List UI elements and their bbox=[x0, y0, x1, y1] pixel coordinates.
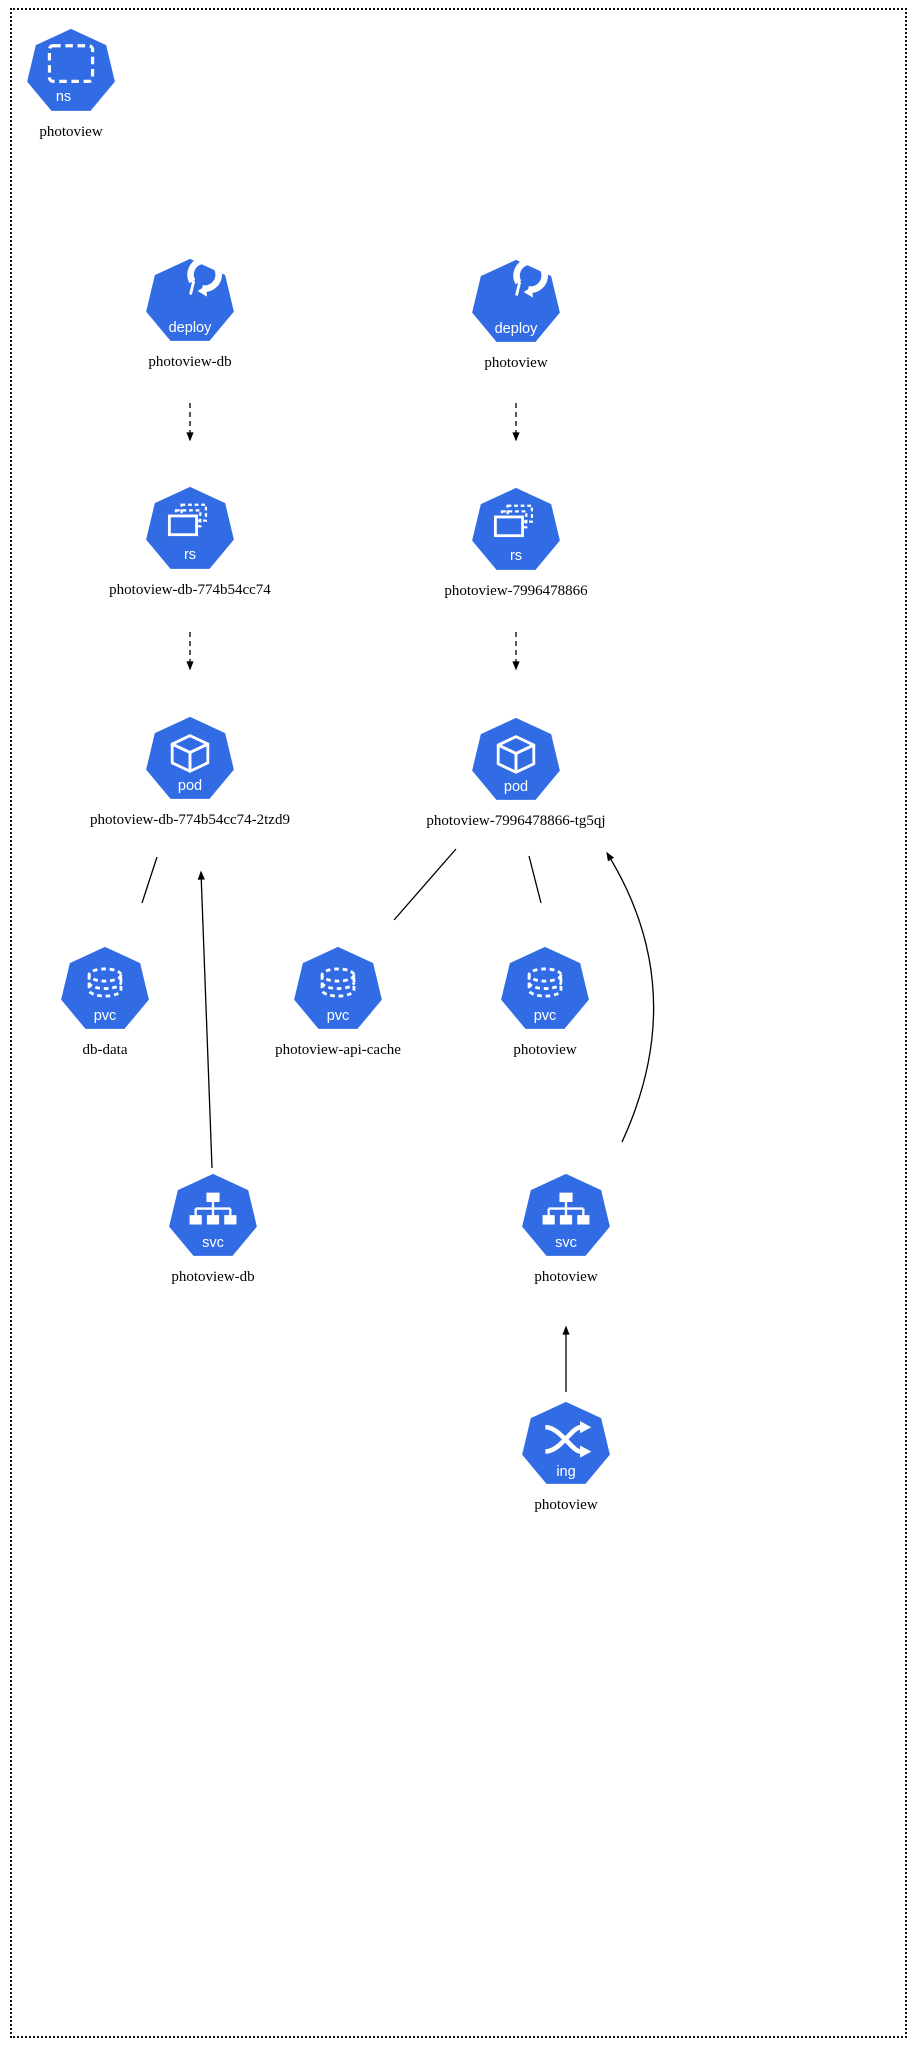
icon-type-label: deploy bbox=[169, 320, 213, 336]
node-label: photoview-db-774b54cc74 bbox=[109, 582, 271, 598]
icon-type-label: pvc bbox=[534, 1008, 557, 1024]
icon-type-label: deploy bbox=[495, 321, 539, 337]
service-icon: svc bbox=[519, 1172, 613, 1262]
pvc-icon: pvc bbox=[498, 945, 592, 1035]
node-deployment-photoview: deploy photoview bbox=[396, 258, 636, 372]
node-label: photoview bbox=[534, 1269, 598, 1285]
node-label: photoview-db bbox=[171, 1269, 255, 1285]
node-label: photoview bbox=[484, 355, 548, 371]
icon-type-label: pod bbox=[504, 779, 528, 795]
node-label: photoview-7996478866-tg5qj bbox=[426, 813, 606, 829]
node-deployment-photoview-db: deploy photoview-db bbox=[70, 257, 310, 371]
icon-type-label: ns bbox=[56, 89, 71, 105]
node-pvc-photoview: pvc photoview bbox=[425, 945, 665, 1059]
node-service-photoview-db: svc photoview-db bbox=[93, 1172, 333, 1286]
node-ingress-photoview: ing photoview bbox=[446, 1400, 686, 1514]
icon-type-label: pod bbox=[178, 778, 202, 794]
node-label: photoview bbox=[39, 124, 103, 140]
node-namespace-photoview: ns photoview bbox=[0, 27, 191, 141]
icon-type-label: rs bbox=[184, 547, 196, 563]
icon-type-label: rs bbox=[510, 548, 522, 564]
node-pvc-db-data: pvc db-data bbox=[0, 945, 225, 1059]
node-label: photoview-db bbox=[148, 354, 232, 370]
node-label: photoview-7996478866 bbox=[444, 583, 588, 599]
icon-type-label: pvc bbox=[94, 1008, 117, 1024]
icon-type-label: pvc bbox=[327, 1008, 350, 1024]
namespace-icon: ns bbox=[24, 27, 118, 117]
pvc-icon: pvc bbox=[58, 945, 152, 1035]
node-label: db-data bbox=[82, 1042, 128, 1058]
node-label: photoview bbox=[534, 1497, 598, 1513]
ingress-icon: ing bbox=[519, 1400, 613, 1490]
node-label: photoview-db-774b54cc74-2tzd9 bbox=[90, 812, 290, 828]
icon-type-label: svc bbox=[555, 1235, 577, 1251]
node-label: photoview bbox=[513, 1042, 577, 1058]
icon-type-label: svc bbox=[202, 1235, 224, 1251]
service-icon: svc bbox=[166, 1172, 260, 1262]
pod-icon: pod bbox=[469, 716, 563, 806]
node-pvc-photoview-api-cache: pvc photoview-api-cache bbox=[218, 945, 458, 1059]
node-replicaset-photoview-db: rs photoview-db-774b54cc74 bbox=[70, 485, 310, 599]
namespace-boundary bbox=[10, 8, 907, 2038]
node-service-photoview: svc photoview bbox=[446, 1172, 686, 1286]
deployment-icon: deploy bbox=[469, 258, 563, 348]
replicaset-icon: rs bbox=[143, 485, 237, 575]
node-replicaset-photoview: rs photoview-7996478866 bbox=[396, 486, 636, 600]
node-label: photoview-api-cache bbox=[275, 1042, 401, 1058]
node-pod-photoview: pod photoview-7996478866-tg5qj bbox=[396, 716, 636, 830]
node-pod-photoview-db: pod photoview-db-774b54cc74-2tzd9 bbox=[70, 715, 310, 829]
deployment-icon: deploy bbox=[143, 257, 237, 347]
pvc-icon: pvc bbox=[291, 945, 385, 1035]
replicaset-icon: rs bbox=[469, 486, 563, 576]
pod-icon: pod bbox=[143, 715, 237, 805]
icon-type-label: ing bbox=[556, 1464, 575, 1480]
